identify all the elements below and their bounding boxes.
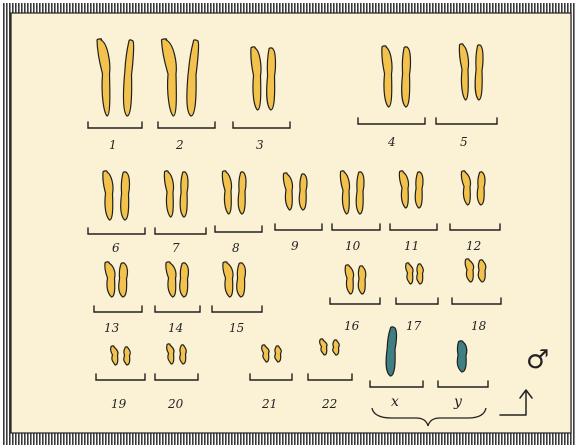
label-5: 5 [460,135,468,149]
chromosome-7-b [180,172,188,217]
chromosome-3-b [267,48,276,110]
label-6: 6 [112,241,120,255]
label-14: 14 [168,321,183,335]
chromosome-14-b [180,263,189,297]
chromosome-22-b [333,340,340,355]
chromosome-19-b [124,347,131,365]
label-22: 22 [321,397,337,411]
label-x: x [391,394,399,410]
label-15: 15 [229,321,244,335]
label-20: 20 [167,397,184,411]
label-19: 19 [111,397,127,411]
chromosome-6-b [121,172,130,220]
chromosome-20-b [180,345,187,364]
label-13: 13 [104,321,120,335]
male-symbol: ♂ [526,345,549,375]
chromosome-21-b [275,346,282,362]
chromosome-11-b [415,172,423,208]
label-10: 10 [345,239,361,253]
chromosome-13-b [119,263,128,297]
chromosome-17-b [417,264,424,284]
chromosome-18-b [478,260,486,282]
chromosome-y [457,341,466,372]
label-17: 17 [406,319,422,333]
label-12: 12 [466,239,481,253]
chromosome-5-b [475,45,483,100]
label-7: 7 [172,241,180,255]
label-21: 21 [261,397,277,411]
label-3: 3 [256,138,264,152]
chromosome-16-b [358,266,366,294]
label-9: 9 [291,239,299,253]
label-2: 2 [175,138,184,152]
chromosome-8-b [238,172,246,214]
paper-background [11,13,571,433]
label-y: y [453,394,463,410]
label-8: 8 [232,241,240,255]
label-18: 18 [471,319,487,333]
label-1: 1 [109,138,117,152]
label-4: 4 [387,135,396,149]
chromosome-10-b [356,172,364,214]
label-16: 16 [344,319,360,333]
chromosome-4-b [402,47,411,107]
chromosome-12-b [477,172,485,205]
chromosome-9-b [299,174,307,210]
label-11: 11 [404,239,419,253]
chromosome-15-b [237,263,246,297]
